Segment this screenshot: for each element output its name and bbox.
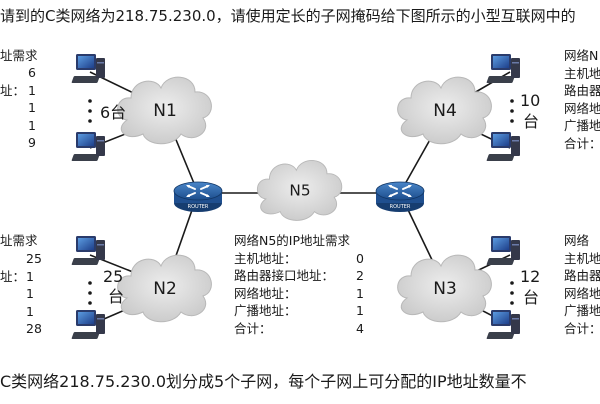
pc-icon [486,132,520,161]
n2-req-value: 28 [26,321,42,336]
router-left: ROUTER [173,181,223,213]
cloud-n1: N1 [117,76,212,145]
n4-req-row: 网络地 [564,100,600,116]
pc-icon [71,236,105,265]
n1-req-value: 6 [28,65,36,80]
cloud-n3: N3 [397,254,492,323]
pc-icon [486,310,520,339]
n1-req-keys: 址： [0,64,44,152]
dots-n4 [510,99,514,123]
n5-req-value: 1 [356,303,364,318]
pc-icon [71,54,105,83]
n2-req-value: 1 [26,286,34,301]
n4-requirements: 网络N 主机地 路由器 网络地 广播地 合计： [564,47,600,152]
n5-req-key: 路由器接口地址： [234,268,335,283]
n1-requirements: 址需求 [0,47,38,65]
n4-device-count: 10 [520,91,540,110]
router-left-label: ROUTER [188,204,209,210]
n1-req-title: 址需求 [0,48,38,63]
n1-device-count: 6台 [100,103,126,122]
n3-device-count: 12 [520,267,540,286]
n1-req-value: 1 [28,117,36,133]
n5-req-key: 主机地址： [234,250,297,266]
n1-req-key [0,99,44,117]
n3-device-unit: 台 [523,288,539,307]
n1-req-values: 6 1 1 1 9 [28,64,36,152]
footer-text: C类网络218.75.230.0划分成5个子网，每个子网上可分配的IP地址数量不 [0,372,527,391]
pc-icon [71,132,105,161]
n4-req-row: 主机地 [564,65,600,81]
pc-icon [486,54,520,83]
n3-req-row: 网络地 [564,285,600,301]
n1-req-value: 9 [28,135,36,150]
n5-req-key: 广播地址： [234,303,297,318]
n3-req-row: 主机地 [564,250,600,266]
n3-requirements: 网络 主机地 路由器 网络地 广播地 合计： [564,232,600,337]
cloud-n2: N2 [117,254,212,323]
router-right-label: ROUTER [390,204,411,210]
dots-n1 [88,99,92,123]
n5-req-title: 网络N5的IP地址需求 [234,233,351,248]
n2-req-title: 址需求 [0,233,38,248]
n5-req-row: 主机地址： 0 [234,250,364,268]
n5-req-row: 广播地址： 1 [234,302,364,320]
n1-req-key [0,134,44,152]
n5-req-row: 合计： 4 [234,320,364,338]
n5-req-value: 2 [356,268,364,283]
n2-requirements: 址需求 [0,232,38,250]
n1-req-value: 1 [28,100,36,115]
pc-icon [71,310,105,339]
n5-req-value: 1 [356,285,364,301]
n5-req-value: 4 [356,320,364,336]
n1-req-key [0,64,44,82]
n1-req-value: 1 [28,82,36,98]
cloud-n4-label: N4 [433,101,457,121]
n3-req-row: 网络 [564,233,590,248]
cloud-n2-label: N2 [153,279,177,299]
n2-req-value: 25 [26,251,42,266]
dots-n3 [510,281,514,305]
n3-req-row: 广播地 [564,303,600,318]
n2-device-count: 25 [103,267,123,286]
cloud-n5: N5 [256,159,343,221]
n2-req-values: 25 1 1 1 28 [26,250,42,338]
n4-device-unit: 台 [523,112,539,131]
n3-req-row: 路由器 [564,268,600,283]
cloud-n4: N4 [397,76,492,145]
n1-req-key [0,117,44,135]
n5-requirements: 网络N5的IP地址需求 主机地址： 0 路由器接口地址： 2 网络地址： 1 广播地址… [234,232,364,337]
n2-req-key: 址： [0,268,26,284]
pc-icon [486,236,520,265]
n2-req-value: 1 [26,268,34,284]
n5-req-row: 网络地址： 1 [234,285,364,303]
n2-req-keys: 址： [0,250,44,338]
n2-req-value: 1 [26,303,34,319]
cloud-n5-label: N5 [289,181,310,199]
n5-req-key: 合计： [234,320,272,336]
n4-req-row: 合计： [564,135,600,151]
n1-req-key: 址： [0,82,26,98]
router-right: ROUTER [375,181,425,213]
cloud-n3-label: N3 [433,279,457,299]
n4-req-row: 路由器 [564,83,600,98]
n3-req-row: 合计： [564,320,600,336]
dots-n2 [88,281,92,305]
n2-device-unit: 台 [108,287,124,306]
n5-req-key: 网络地址： [234,285,297,301]
cloud-n1-label: N1 [153,101,177,121]
n4-req-row: 网络N [564,48,599,63]
n5-req-value: 0 [356,250,364,266]
n4-req-row: 广播地 [564,118,600,133]
header-text: 请到的C类网络为218.75.230.0，请使用定长的子网掩码给下图所示的小型互… [0,7,576,25]
n5-req-row: 路由器接口地址： 2 [234,267,364,285]
